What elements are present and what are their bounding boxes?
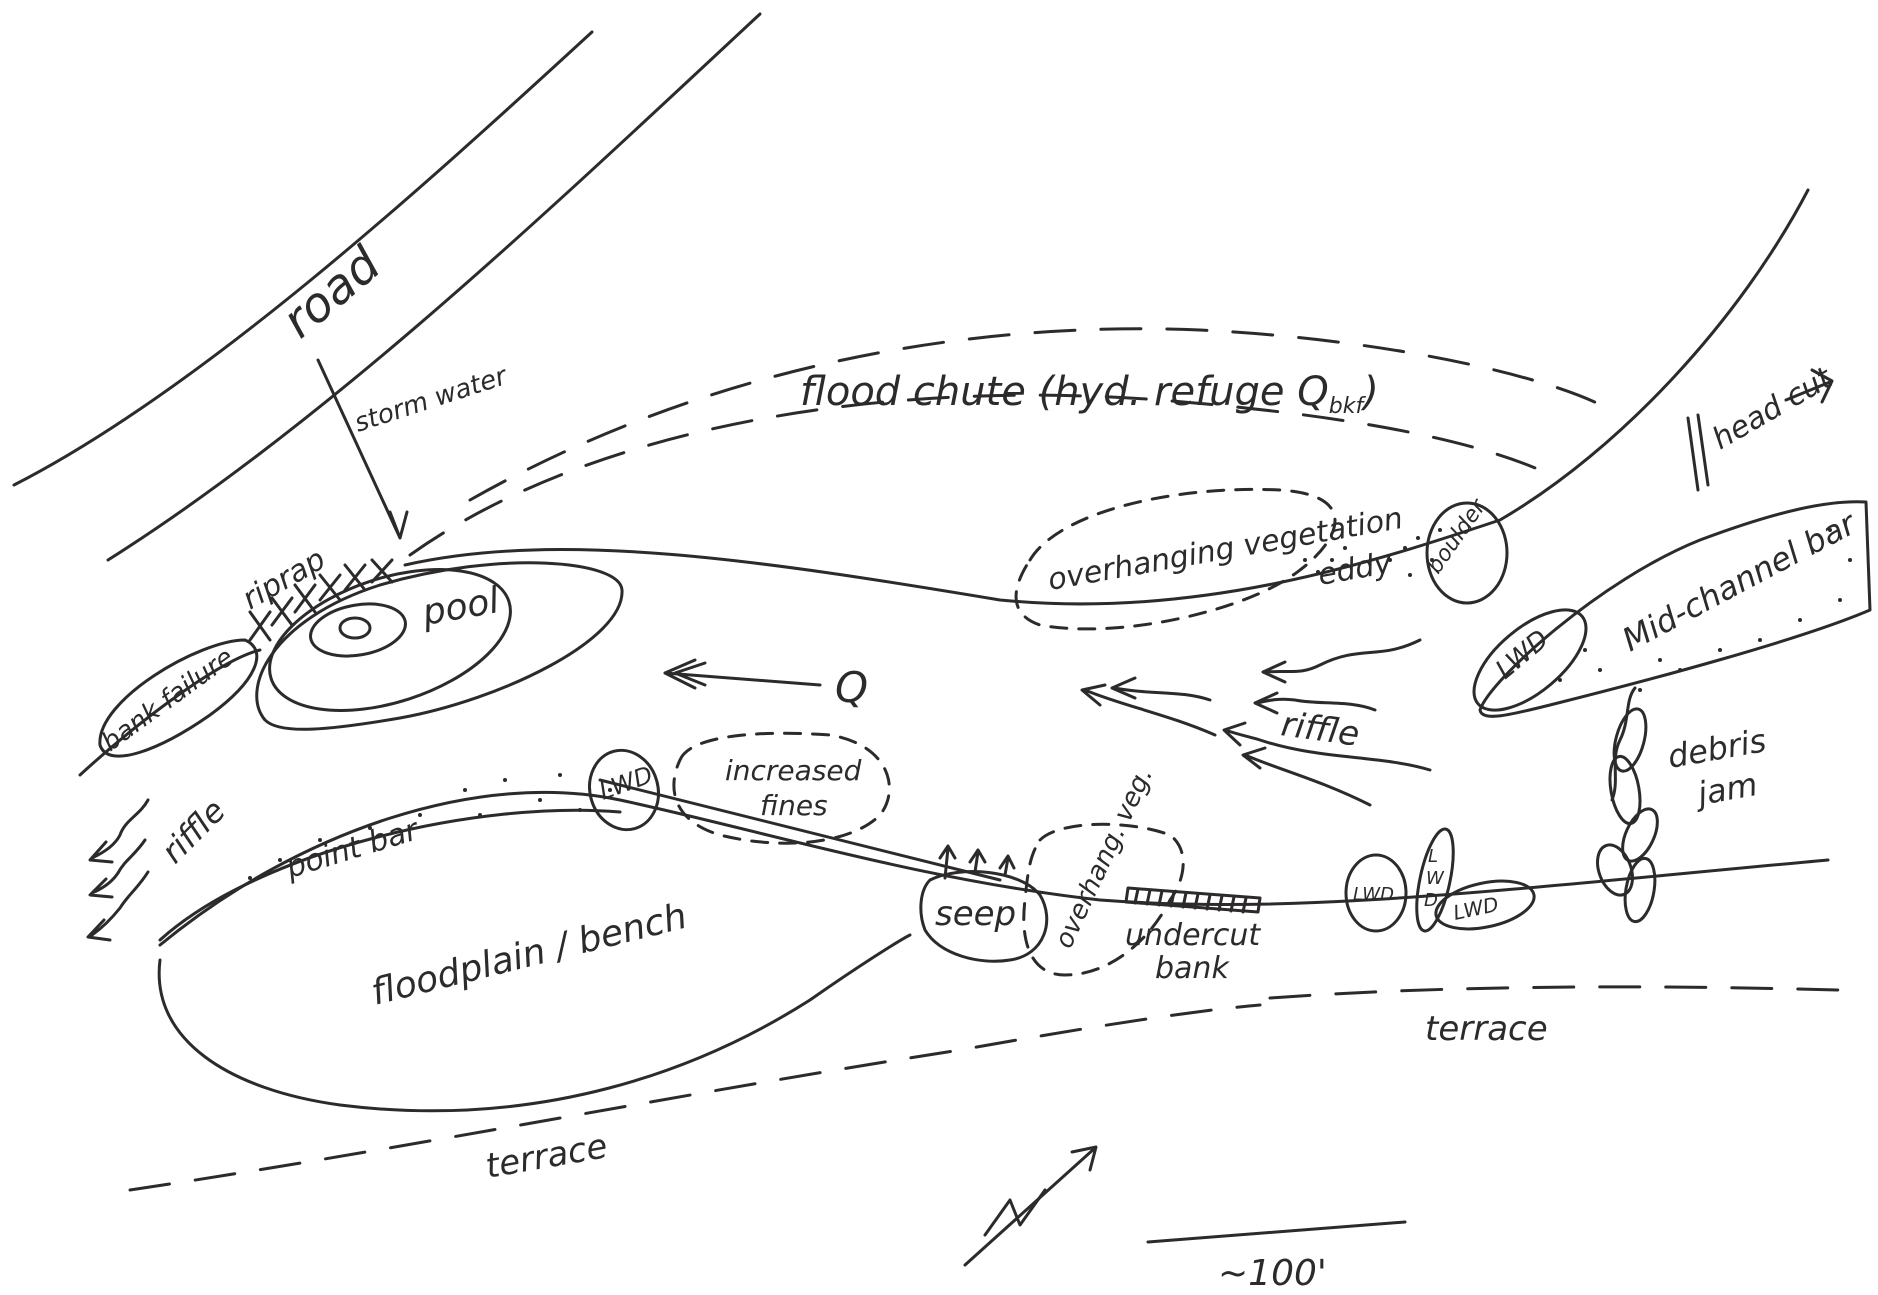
lwd-mid-channel-label: LWD [1490, 624, 1555, 685]
flood-chute: flood chute (hyd. refuge Qbkf) [410, 329, 1610, 555]
flood-chute-label: flood chute (hyd. refuge Qbkf) [800, 369, 1379, 419]
storm-water-text: storm water [351, 361, 513, 439]
terrace: terrace terrace [130, 987, 1840, 1190]
road-edge-lower [14, 32, 592, 485]
debris-jam-log-3 [1615, 804, 1664, 867]
mid-channel-bar: Mid-channel bar [1480, 502, 1870, 717]
pool-label: pool [418, 580, 502, 634]
boulder-label: boulder [1422, 494, 1492, 579]
increased-fines-label-2: fines [760, 789, 828, 822]
lwd-cluster-2-label: L [1428, 846, 1438, 867]
north-arrow-n [985, 1190, 1045, 1235]
point-bar: point bar [160, 810, 620, 940]
north-arrow-shaft [965, 1147, 1096, 1265]
flood-chute-close: ) [1360, 369, 1379, 415]
lwd-cluster: LWD L W D LWD [1346, 826, 1538, 937]
undercut-bank-label-2: bank [1155, 951, 1230, 986]
debris-jam: debris jam [1591, 688, 1769, 924]
road-edge-upper [108, 14, 760, 560]
riffle-upstream-arrow-1 [1263, 640, 1420, 682]
undercut-bank-hatch-box [1126, 888, 1260, 912]
eddy: eddy [1315, 545, 1395, 593]
riffle-downstream-label: riffle [154, 792, 233, 871]
flood-chute-subscript: bkf [1329, 394, 1367, 419]
bank-failure: bank failure [80, 640, 260, 775]
flow-arrow [665, 660, 820, 688]
head-cut-lines [1688, 415, 1708, 490]
road: road [14, 14, 760, 560]
debris-jam-label-2: jam [1691, 765, 1760, 813]
pool-contour-deepest [340, 618, 370, 638]
scale-bar-label: ~100' [1218, 1253, 1327, 1294]
scale-bar: ~100' [1148, 1222, 1405, 1294]
point-bar-label: point bar [281, 812, 424, 886]
pool-contour-inner [306, 597, 409, 663]
floodplain-label: floodplain / bench [367, 896, 691, 1014]
riffle-downstream-arrow-3 [88, 872, 148, 940]
boulder: boulder [1422, 494, 1507, 603]
riffle-downstream-arrow-1 [90, 800, 148, 862]
lwd-cluster-2-label-w: W [1426, 868, 1445, 889]
head-cut: head cut [1688, 360, 1839, 490]
terrace-right-label: terrace [1425, 1009, 1548, 1049]
flow-direction: Q [665, 660, 868, 712]
seep-label: seep [935, 894, 1016, 934]
terrace-right-line [1270, 987, 1840, 998]
scale-bar-line [1148, 1222, 1405, 1242]
terrace-lower-label: terrace [483, 1126, 611, 1187]
lwd-mid-channel: LWD [1457, 592, 1602, 728]
floodplain-bench: floodplain / bench [159, 896, 910, 1111]
eddy-label: eddy [1315, 545, 1395, 593]
lwd-point-bar-label: LWD [595, 761, 656, 806]
lwd-cluster-3-label: LWD [1451, 892, 1501, 925]
north-arrow [965, 1147, 1096, 1265]
increased-fines-label-1: increased [725, 754, 862, 787]
road-label: road [272, 236, 392, 349]
storm-water-arrow [318, 360, 407, 538]
riffle-downstream: riffle [88, 792, 233, 940]
debris-jam-log-5 [1621, 856, 1660, 924]
undercut-bank-label-1: undercut [1125, 918, 1261, 953]
storm-water-label: storm water [351, 361, 513, 439]
flow-label: Q [835, 663, 868, 712]
flood-chute-text: flood chute (hyd. refuge Q [800, 369, 1329, 415]
lwd-cluster-1-label: LWD [1353, 884, 1394, 905]
riffle-upstream-arrow-2 [1112, 678, 1210, 700]
